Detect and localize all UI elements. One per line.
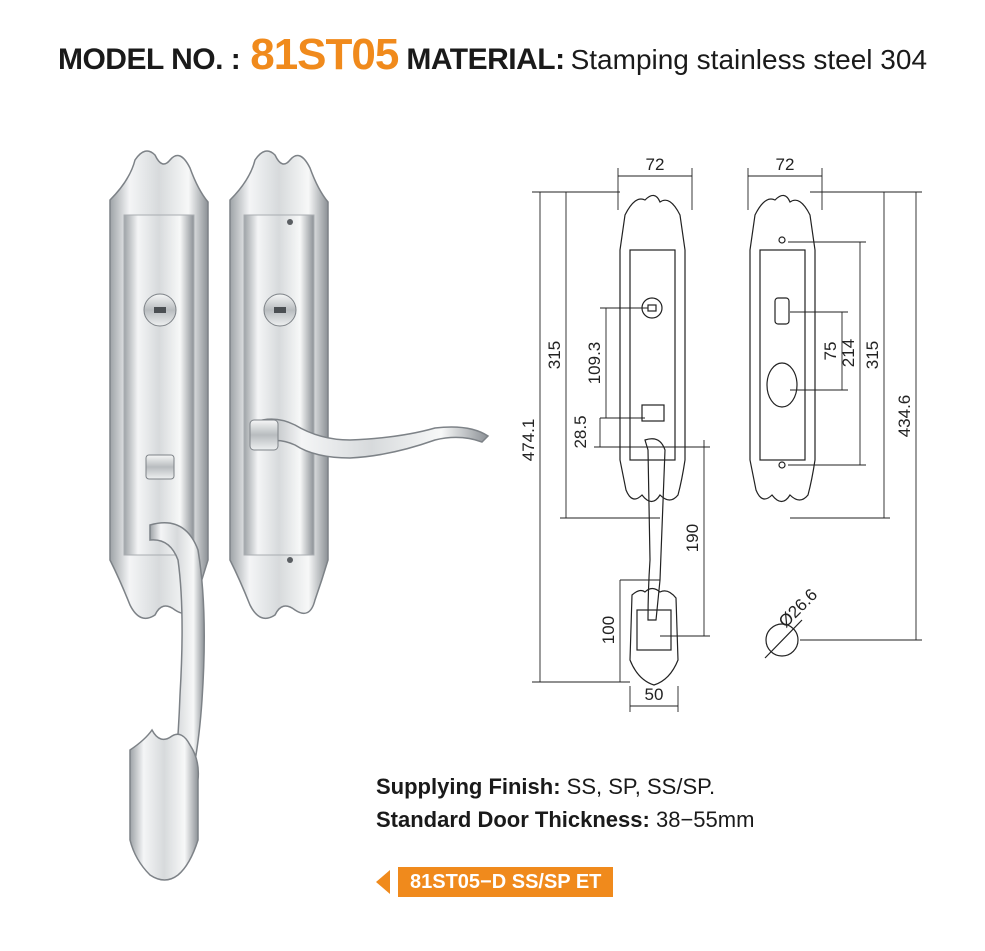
- dim-overall-height: 474.1: [520, 419, 538, 462]
- technical-drawing: 72 72 474.1 315 109.3 28.5 190 100 50 75…: [520, 155, 922, 712]
- badge-label: 81ST05−D SS/SP ET: [398, 867, 614, 897]
- dim-front-width: 72: [646, 155, 665, 174]
- exterior-escutcheon: [109, 150, 209, 620]
- dim-bottom-plate-width: 50: [645, 685, 664, 704]
- dim-back-hole-spacing: 214: [839, 339, 858, 367]
- model-label: MODEL NO. :: [57, 43, 241, 76]
- dim-cylinder-offset: 109.3: [585, 342, 604, 385]
- front-view-bottom-plate: [629, 587, 679, 686]
- finish-label: Supplying Finish:: [376, 774, 561, 799]
- back-slot-icon: [774, 297, 790, 325]
- round-hole-detail: [765, 623, 799, 657]
- dim-front-plate-height: 315: [545, 341, 564, 369]
- back-hole-icon: [766, 362, 798, 408]
- thickness-label: Standard Door Thickness:: [376, 807, 650, 832]
- dim-latch-offset: 28.5: [571, 415, 590, 448]
- front-view-plate: [619, 194, 686, 503]
- material-value: Stamping stainless steel 304: [570, 44, 928, 75]
- thickness-value: 38−55mm: [655, 807, 755, 832]
- dim-back-slot-height: 75: [821, 342, 840, 361]
- back-view-plate: [749, 194, 816, 503]
- product-photo: [109, 150, 490, 881]
- interior-escutcheon: [229, 150, 329, 620]
- dim-back-width: 72: [776, 155, 795, 174]
- finish-row: Supplying Finish: SS, SP, SS/SP.: [376, 770, 754, 803]
- front-view-handle: [644, 438, 666, 621]
- dim-bottom-plate-height: 100: [599, 616, 618, 644]
- thumb-latch-icon: [145, 454, 175, 480]
- thickness-row: Standard Door Thickness: 38−55mm: [376, 803, 754, 836]
- finish-value: SS, SP, SS/SP.: [566, 774, 716, 799]
- specs-block: Supplying Finish: SS, SP, SS/SP. Standar…: [376, 770, 754, 836]
- model-number: 81ST05: [250, 30, 399, 79]
- dim-back-plate-height: 315: [863, 341, 882, 369]
- dim-back-overall-height: 434.6: [895, 395, 914, 438]
- bottom-escutcheon: [129, 728, 200, 881]
- material-label: MATERIAL:: [406, 43, 565, 76]
- arrow-left-icon: [376, 870, 390, 894]
- dim-handle-length: 190: [683, 524, 702, 552]
- lever-handle: [254, 418, 490, 459]
